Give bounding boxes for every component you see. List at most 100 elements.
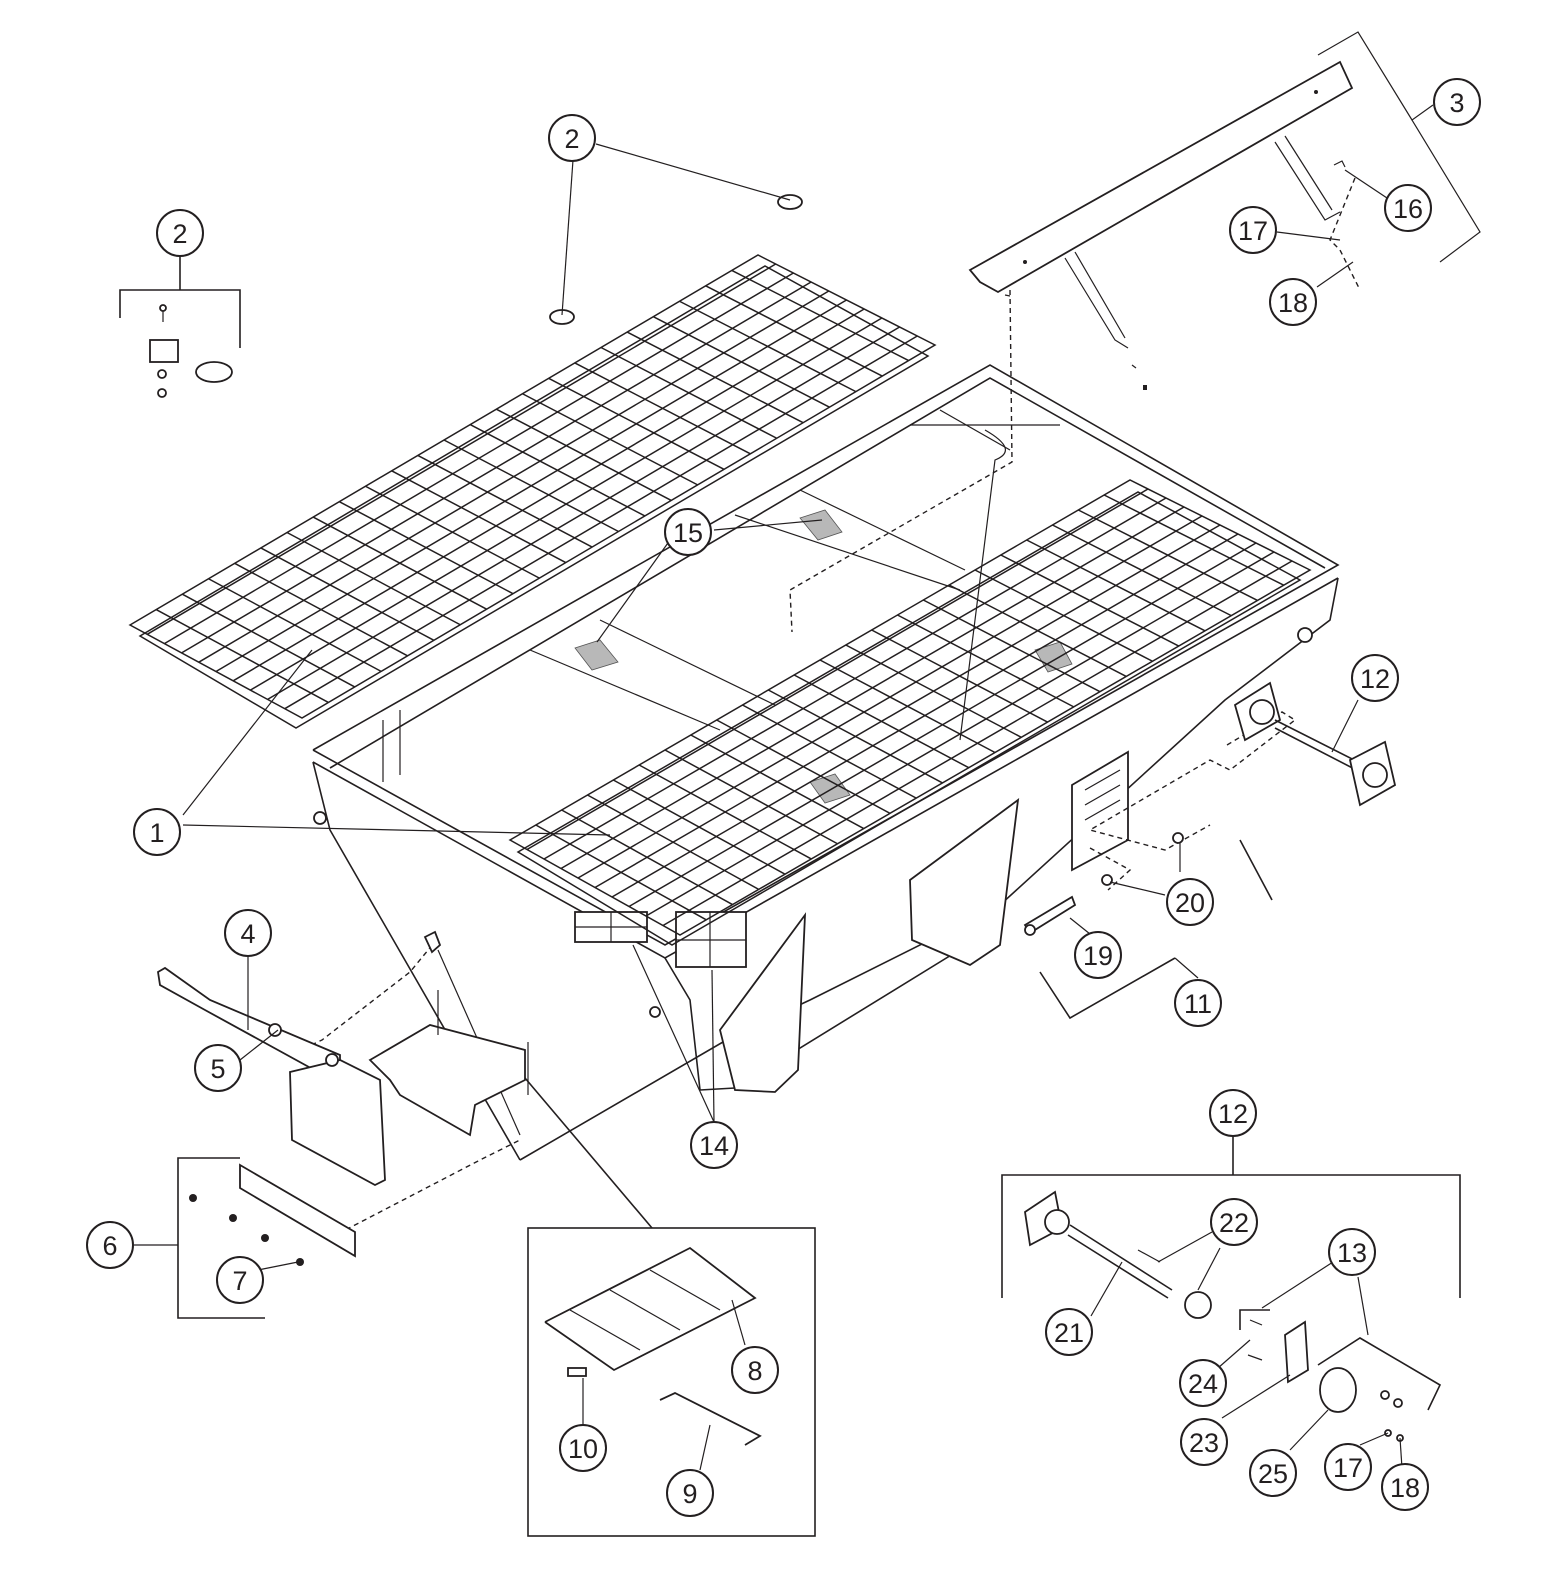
feed-chute xyxy=(368,990,529,1137)
callout-circle xyxy=(156,209,204,257)
callout-circle xyxy=(86,1221,134,1269)
callout-19: 19 xyxy=(1074,931,1122,979)
callout-20: 20 xyxy=(1166,878,1214,926)
grate-long-wire xyxy=(232,308,865,682)
callout-2: 2 xyxy=(548,114,596,162)
callout-circle xyxy=(1179,1359,1227,1407)
callout-label: 12 xyxy=(1360,664,1390,694)
callout-label: 2 xyxy=(564,124,579,154)
callout-11: 11 xyxy=(1174,979,1222,1027)
top-spreader-bracket xyxy=(968,60,1354,390)
callout-circle xyxy=(666,1469,714,1517)
callout-label: 15 xyxy=(673,518,703,548)
callout-label: 23 xyxy=(1189,1428,1219,1458)
grate-long-wire xyxy=(662,560,1293,927)
grate-long-wire xyxy=(543,497,1167,860)
hopper-body xyxy=(312,364,1340,1161)
callout-label: 6 xyxy=(102,1231,117,1261)
callout-circle xyxy=(1210,1198,1258,1246)
callout-3: 3 xyxy=(1433,78,1481,126)
grate-long-wire xyxy=(611,533,1239,898)
callout-17: 17 xyxy=(1229,206,1277,254)
callout-label: 12 xyxy=(1218,1099,1248,1129)
callout-label: 17 xyxy=(1238,216,1268,246)
latch-kit xyxy=(119,194,803,398)
callout-label: 21 xyxy=(1054,1318,1084,1348)
callout-circle xyxy=(224,909,272,957)
callout-10: 10 xyxy=(559,1424,607,1472)
callout-label: 4 xyxy=(240,919,255,949)
callout-circle xyxy=(559,1424,607,1472)
callout-circle xyxy=(1384,184,1432,232)
leader-lines xyxy=(134,31,1481,1471)
callout-label: 19 xyxy=(1083,941,1113,971)
callout-7: 7 xyxy=(216,1256,264,1304)
callout-4: 4 xyxy=(224,909,272,957)
callout-circle xyxy=(548,114,596,162)
grate-long-wire xyxy=(560,506,1185,870)
callout-circle xyxy=(731,1346,779,1394)
conveyor-chain-box xyxy=(524,1077,816,1537)
callout-label: 24 xyxy=(1188,1369,1218,1399)
callout-circle xyxy=(1045,1308,1093,1356)
callout-label: 10 xyxy=(568,1434,598,1464)
callout-18: 18 xyxy=(1269,278,1317,326)
callout-23: 23 xyxy=(1180,1418,1228,1466)
callout-label: 18 xyxy=(1278,288,1308,318)
callout-circle xyxy=(1433,78,1481,126)
callout-label: 17 xyxy=(1333,1453,1363,1483)
callout-circle xyxy=(1351,654,1399,702)
callout-21: 21 xyxy=(1045,1308,1093,1356)
callout-circle xyxy=(1249,1449,1297,1497)
callout-circle xyxy=(194,1044,242,1092)
grate-long-wire xyxy=(215,299,847,673)
drive-shaft-kit xyxy=(1001,1135,1461,1442)
callout-circle xyxy=(1269,278,1317,326)
grate-long-wire xyxy=(594,524,1221,889)
callout-label: 8 xyxy=(747,1356,762,1386)
callout-circle xyxy=(133,808,181,856)
callout-bubbles: 1223456789101112121314151617171818192021… xyxy=(86,78,1481,1517)
callout-circle xyxy=(1180,1418,1228,1466)
callout-circle xyxy=(1328,1228,1376,1276)
callout-2: 2 xyxy=(156,209,204,257)
callout-16: 16 xyxy=(1384,184,1432,232)
callout-circle xyxy=(1074,931,1122,979)
callout-12: 12 xyxy=(1351,654,1399,702)
callout-label: 1 xyxy=(149,818,164,848)
callout-label: 25 xyxy=(1258,1459,1288,1489)
grate-long-wire xyxy=(526,488,1149,851)
callout-14: 14 xyxy=(690,1121,738,1169)
callout-22: 22 xyxy=(1210,1198,1258,1246)
callout-12: 12 xyxy=(1209,1089,1257,1137)
callout-circle xyxy=(1381,1463,1429,1511)
callout-1: 1 xyxy=(133,808,181,856)
callout-18: 18 xyxy=(1381,1463,1429,1511)
callout-17: 17 xyxy=(1324,1443,1372,1491)
callout-circle xyxy=(1166,878,1214,926)
grate-long-wire xyxy=(198,290,830,663)
grate-right xyxy=(508,479,1312,946)
callout-label: 9 xyxy=(682,1479,697,1509)
callout-label: 5 xyxy=(210,1054,225,1084)
grate-long-wire xyxy=(645,551,1275,917)
grate-long-wire xyxy=(146,263,777,635)
callout-label: 3 xyxy=(1449,88,1464,118)
callout-label: 22 xyxy=(1219,1208,1249,1238)
callout-8: 8 xyxy=(731,1346,779,1394)
callout-circle xyxy=(1324,1443,1372,1491)
callout-9: 9 xyxy=(666,1469,714,1517)
callout-circle xyxy=(1209,1089,1257,1137)
callout-label: 18 xyxy=(1390,1473,1420,1503)
grate-long-wire xyxy=(628,542,1257,908)
callout-label: 11 xyxy=(1184,989,1212,1019)
grate-long-wire xyxy=(577,515,1203,879)
drive-shaft-upper xyxy=(1233,681,1397,807)
callout-label: 14 xyxy=(699,1131,729,1161)
callout-15: 15 xyxy=(664,508,712,556)
deflector-assembly xyxy=(157,930,442,1187)
callout-24: 24 xyxy=(1179,1359,1227,1407)
callout-circle xyxy=(690,1121,738,1169)
grate-long-wire xyxy=(181,281,812,654)
